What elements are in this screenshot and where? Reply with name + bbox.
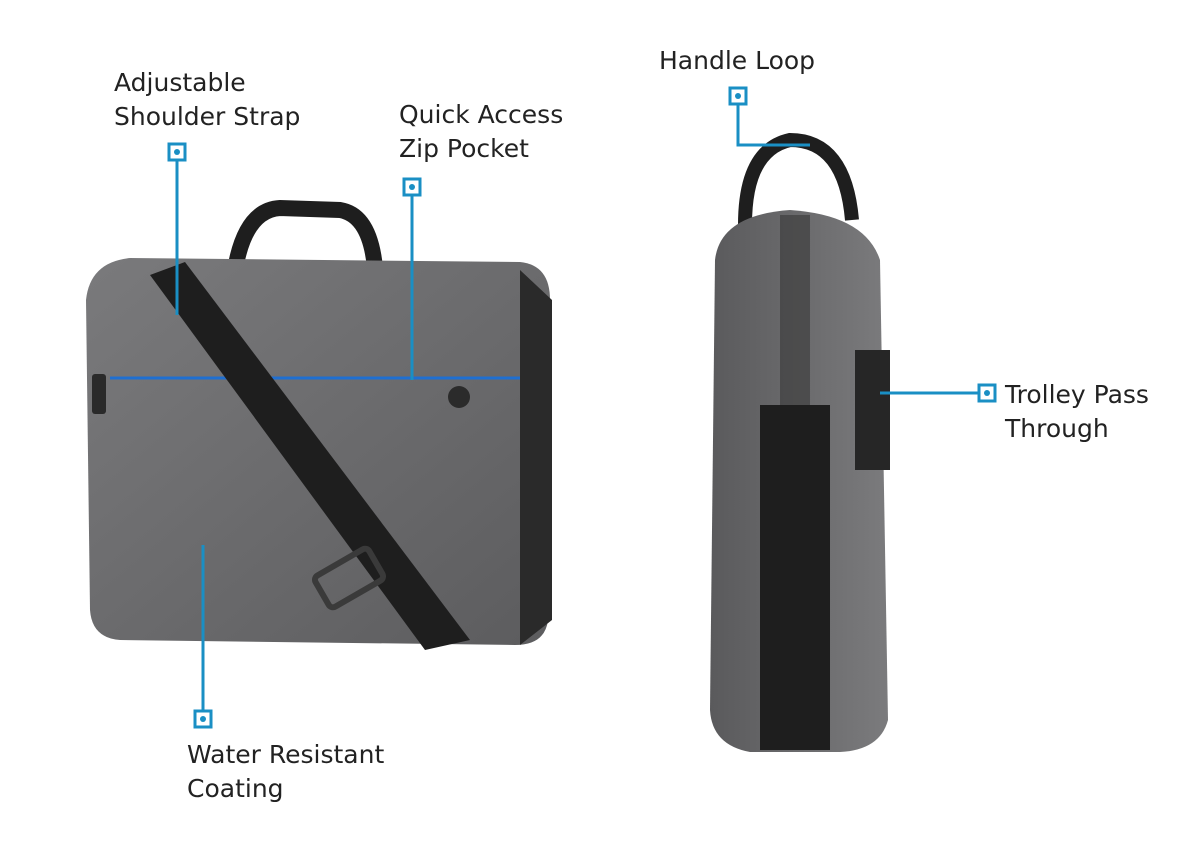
callout-trolley-pass-through: Trolley Pass Through bbox=[1005, 378, 1149, 446]
callout-line: Trolley Pass bbox=[1005, 380, 1149, 409]
hp-logo bbox=[448, 386, 470, 408]
callout-line: Zip Pocket bbox=[399, 134, 529, 163]
callout-line: Through bbox=[1005, 414, 1109, 443]
callout-line: Handle Loop bbox=[659, 46, 816, 75]
callout-line: Water Resistant bbox=[187, 740, 385, 769]
callout-adjustable-shoulder-strap: Adjustable Shoulder Strap bbox=[114, 66, 300, 134]
callout-line: Shoulder Strap bbox=[114, 102, 301, 131]
laptop-bag-front bbox=[86, 199, 552, 650]
strap-buckle bbox=[311, 545, 387, 611]
trolley-strap bbox=[855, 350, 890, 470]
callout-marker-dots bbox=[174, 93, 990, 722]
bag-handle bbox=[227, 199, 383, 272]
callout-lines bbox=[167, 86, 997, 729]
callout-quick-access-zip-pocket: Quick Access Zip Pocket bbox=[399, 98, 563, 166]
callout-line: Coating bbox=[187, 774, 284, 803]
side-handle bbox=[738, 132, 859, 226]
trolley-sleeve bbox=[760, 405, 830, 750]
bag-side bbox=[520, 270, 552, 645]
callout-water-resistant-coating: Water Resistant Coating bbox=[187, 738, 384, 806]
callout-line: Adjustable bbox=[114, 68, 246, 97]
callout-handle-loop: Handle Loop bbox=[659, 44, 815, 78]
shoulder-strap bbox=[150, 262, 470, 650]
callout-line: Quick Access bbox=[399, 100, 564, 129]
zip-puller bbox=[92, 374, 106, 414]
laptop-bag-side bbox=[710, 132, 890, 752]
